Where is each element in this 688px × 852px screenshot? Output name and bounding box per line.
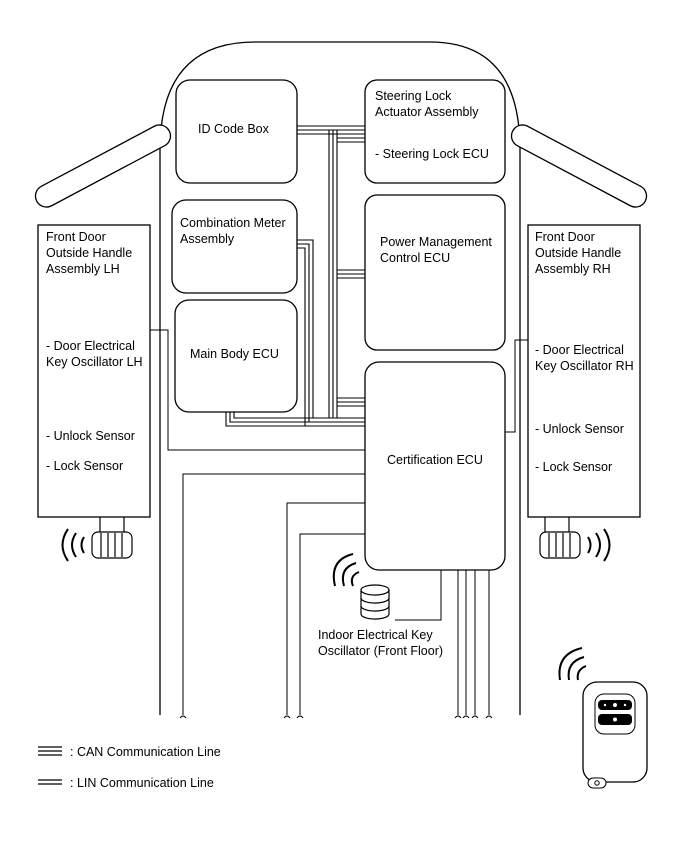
door-oscillator-rh-icon [539,517,581,559]
legend-lin-label: : LIN Communication Line [70,776,214,790]
door-lh-lock: - Lock Sensor [46,459,124,473]
lin-lines [337,137,365,143]
power-management-label: Power Management Control ECU [380,235,492,265]
signal-waves-rh-icon [587,528,611,562]
door-lh-box [37,224,151,518]
certification-ecu-label: Certification ECU [387,453,483,467]
door-oscillator-lh-icon [91,517,133,559]
steering-lock-title: Steering Lock Actuator Assembly [375,89,479,119]
wire-break-marks [179,715,493,719]
main-body-ecu-label: Main Body ECU [190,347,279,361]
vehicle-outline [159,41,521,715]
id-code-box-label: ID Code Box [198,122,269,136]
left-mirror [34,124,172,208]
can-bus-lines [225,125,365,427]
legend-lin-swatch [38,779,62,785]
signal-waves-indoor-icon [332,553,360,587]
door-rh-title: Front Door Outside Handle Assembly RH [535,230,622,276]
main-body-ecu-box [174,299,298,413]
legend-can-swatch [38,746,62,756]
door-rh-unlock: - Unlock Sensor [535,422,624,436]
right-mirror [510,124,648,208]
steering-lock-box [364,79,506,184]
signal-waves-fob-icon [558,647,587,681]
combination-meter-label: Combination Meter Assembly [180,216,286,246]
legend-can-label: : CAN Communication Line [70,745,221,759]
door-rh-oscillator: - Door Electrical Key Oscillator RH [535,343,634,373]
certification-ecu-box [364,361,506,571]
door-lh-title: Front Door Outside Handle Assembly LH [46,230,133,276]
steering-lock-sub: - Steering Lock ECU [375,147,489,161]
power-management-box [364,194,506,351]
indoor-oscillator-label: Indoor Electrical Key Oscillator (Front … [318,628,444,658]
id-code-box [175,79,298,184]
signal-waves-lh-icon [61,528,85,562]
signal-wiring [150,329,530,715]
combination-meter-box [171,199,298,294]
key-fob-icon [582,681,648,789]
door-lh-unlock: - Unlock Sensor [46,429,135,443]
door-rh-lock: - Lock Sensor [535,460,613,474]
door-lh-oscillator: - Door Electrical Key Oscillator LH [46,339,143,369]
indoor-oscillator-icon [360,584,390,620]
door-rh-box [527,224,641,518]
